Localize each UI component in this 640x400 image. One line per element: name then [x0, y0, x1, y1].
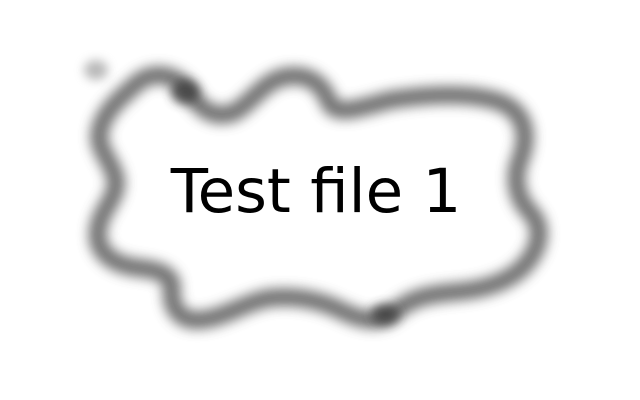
dark-blotch-bottom	[371, 304, 399, 324]
cloud-outline	[88, 66, 548, 330]
corner-smudge	[84, 60, 108, 80]
dark-blotch-top	[171, 80, 199, 104]
caption-text: Test file 1	[170, 156, 462, 227]
